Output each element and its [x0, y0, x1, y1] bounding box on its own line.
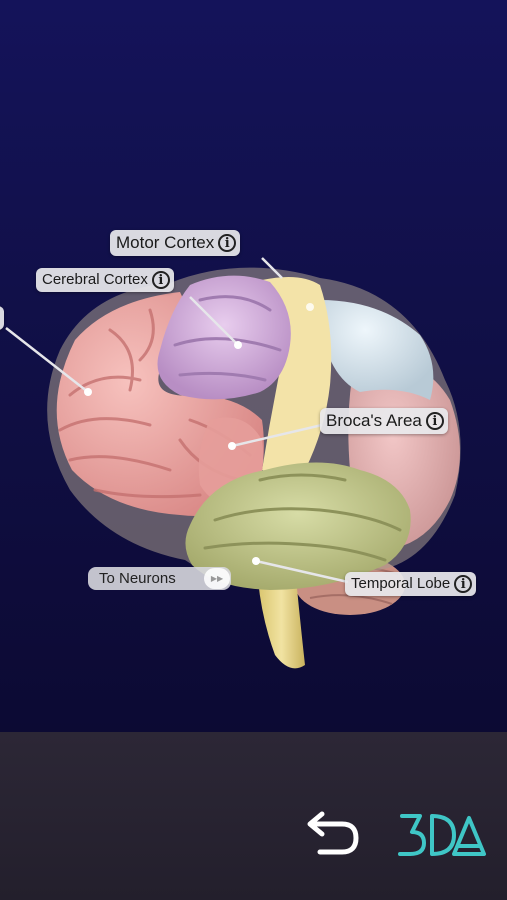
undo-arrow-icon [307, 811, 359, 855]
label-leader-lines [5, 257, 349, 584]
parietal-lobe[interactable] [320, 300, 434, 400]
bottom-bar [0, 732, 507, 900]
label-offscreen-left[interactable]: i [0, 306, 4, 330]
toggle-knob-icon[interactable]: ▶▶ [204, 568, 230, 589]
label-anchor-dots [84, 303, 314, 565]
label-temporal-lobe[interactable]: Temporal Lobe i [345, 572, 477, 596]
info-icon[interactable]: i [218, 234, 237, 252]
brain-stem[interactable] [258, 578, 305, 669]
label-cerebral-cortex-text: Cerebral Cortex [42, 271, 148, 288]
to-neurons-label: To Neurons [99, 570, 176, 587]
to-neurons-toggle[interactable]: To Neurons ▶▶ [88, 567, 231, 590]
label-brocas-area[interactable]: Broca's Area i [320, 408, 448, 434]
back-button[interactable] [300, 810, 364, 858]
label-motor-cortex[interactable]: Motor Cortex i [110, 230, 241, 256]
label-brocas-area-text: Broca's Area [326, 411, 422, 430]
3d4-logo [398, 814, 486, 856]
info-icon[interactable]: i [454, 575, 473, 593]
label-temporal-lobe-text: Temporal Lobe [351, 575, 451, 592]
temporal-lobe[interactable] [185, 462, 411, 591]
info-icon[interactable]: i [151, 271, 170, 289]
label-cerebral-cortex[interactable]: Cerebral Cortex i [36, 268, 174, 292]
info-icon[interactable]: i [425, 412, 444, 430]
brain-model[interactable] [0, 0, 507, 732]
brain-viewport[interactable]: Motor Cortex i Cerebral Cortex i i Broca… [0, 0, 507, 732]
label-motor-cortex-text: Motor Cortex [116, 233, 215, 252]
